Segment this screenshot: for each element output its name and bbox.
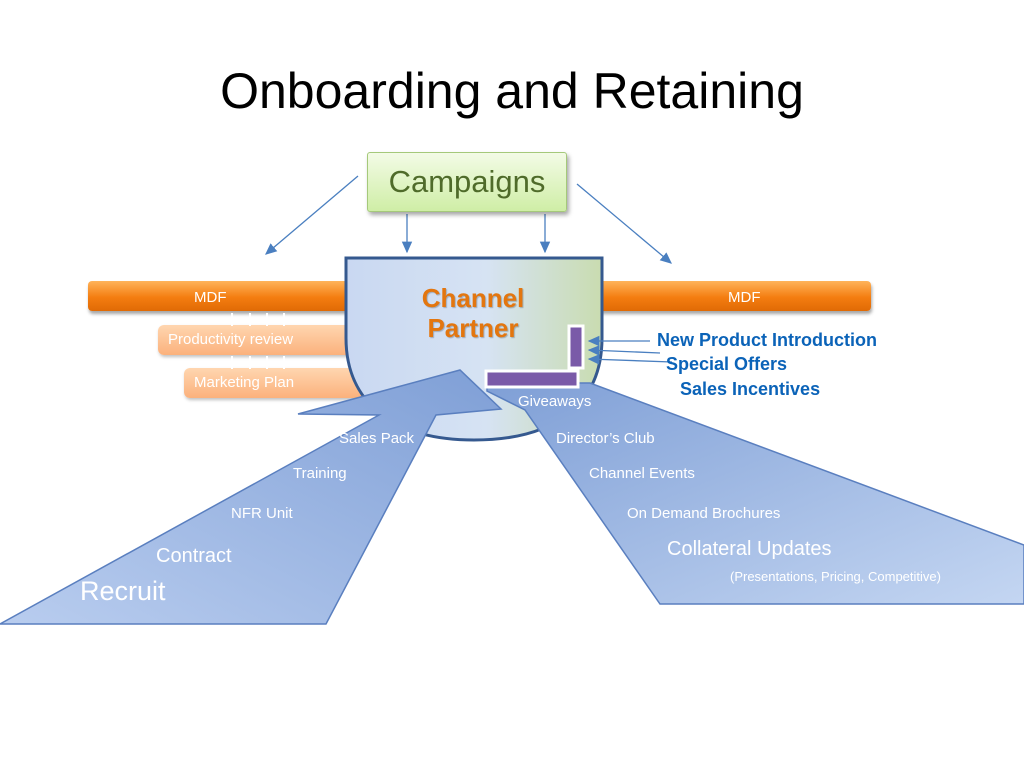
slide-title: Onboarding and Retaining xyxy=(220,63,804,119)
collateral-updates-label: Collateral Updates xyxy=(667,538,832,560)
mdf-bar-right: MDF xyxy=(590,281,871,311)
recruit-label: Recruit xyxy=(80,576,166,606)
campaign-arrow-far-right xyxy=(576,183,672,264)
new-product-introduction-label: New Product Introduction xyxy=(657,330,877,350)
channel-partner-line2: Partner xyxy=(427,313,519,343)
sales-incentives-arrow xyxy=(587,354,673,365)
retain-arrow xyxy=(486,382,1024,605)
channel-events-label: Channel Events xyxy=(589,465,695,482)
mdf-bar-left: MDF xyxy=(88,281,360,311)
mdf-label-left: MDF xyxy=(194,289,227,306)
training-label: Training xyxy=(293,465,347,482)
mdf-label-right: MDF xyxy=(728,289,761,306)
marketing-plan-label: Marketing Plan xyxy=(194,374,295,391)
purple-bar-horizontal xyxy=(484,369,580,389)
giveaways-label: Giveaways xyxy=(518,393,592,410)
marketing-plan-pill: Marketing Plan xyxy=(184,368,364,398)
channel-partner-label: Channel Partner xyxy=(398,283,548,343)
channel-partner-line1: Channel xyxy=(421,283,525,313)
collateral-note-label: (Presentations, Pricing, Competitive) xyxy=(730,569,941,584)
recruit-arrow xyxy=(0,369,503,625)
nfr-unit-label: NFR Unit xyxy=(231,505,293,522)
directors-club-label: Director’s Club xyxy=(556,430,655,447)
productivity-review-label: Productivity review xyxy=(168,331,294,348)
contract-label: Contract xyxy=(156,545,232,567)
campaigns-box: Campaigns xyxy=(367,152,567,212)
campaigns-label: Campaigns xyxy=(388,164,546,199)
productivity-review-pill: Productivity review xyxy=(158,325,358,355)
sales-pack-label: Sales Pack xyxy=(339,430,415,447)
campaign-arrow-far-left xyxy=(265,175,359,255)
on-demand-brochures-label: On Demand Brochures xyxy=(627,505,781,522)
pill-connectors xyxy=(231,313,285,370)
special-offers-label: Special Offers xyxy=(666,354,788,374)
special-offers-arrow xyxy=(587,345,661,356)
sales-incentives-label: Sales Incentives xyxy=(680,379,821,399)
purple-bar-vertical xyxy=(567,324,585,370)
